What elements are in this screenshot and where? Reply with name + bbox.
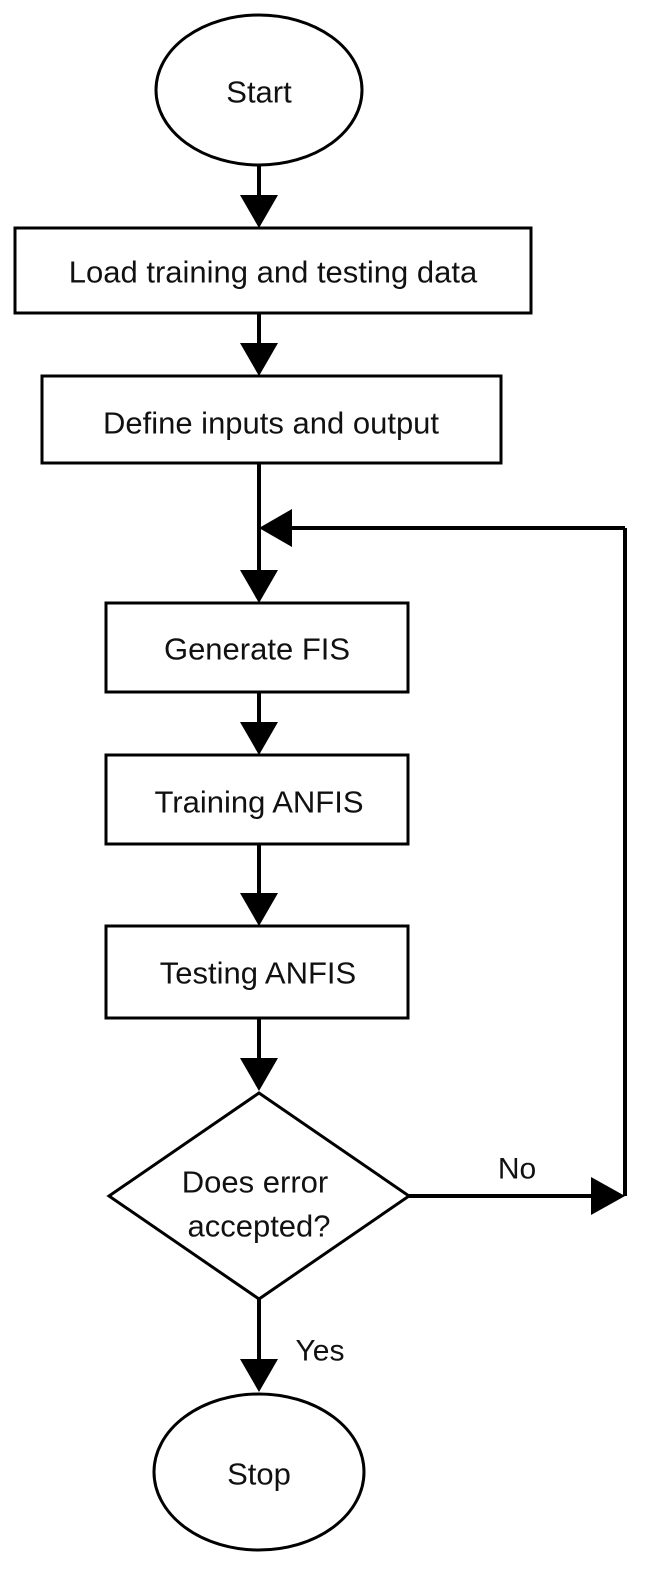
testing-label: Testing ANFIS <box>160 956 356 991</box>
training-label: Training ANFIS <box>154 785 363 820</box>
no-label: No <box>498 1153 536 1186</box>
decision-label-line2: accepted? <box>187 1209 330 1244</box>
arrow-generate-to-training <box>240 692 278 755</box>
start-label: Start <box>226 75 292 110</box>
arrow-training-to-testing <box>240 844 278 926</box>
decision-node: Does error accepted? <box>106 1091 412 1301</box>
load-data-node: Load training and testing data <box>13 226 533 315</box>
arrow-start-to-load <box>240 165 278 228</box>
start-node: Start <box>154 13 364 167</box>
define-io-node: Define inputs and output <box>40 374 503 465</box>
arrow-testing-to-decision <box>240 1018 278 1091</box>
arrow-define-to-generate <box>240 463 278 603</box>
stop-label: Stop <box>227 1457 291 1492</box>
training-node: Training ANFIS <box>104 753 410 846</box>
generate-fis-label: Generate FIS <box>164 632 350 667</box>
decision-label-line1: Does error <box>182 1165 328 1200</box>
no-branch-arrow <box>259 509 627 1215</box>
define-io-label: Define inputs and output <box>103 406 439 441</box>
yes-label: Yes <box>296 1335 345 1368</box>
testing-node: Testing ANFIS <box>104 924 410 1020</box>
arrow-load-to-define <box>240 313 278 376</box>
yes-branch-arrow <box>240 1299 278 1392</box>
load-data-label: Load training and testing data <box>69 255 478 290</box>
stop-node: Stop <box>152 1392 366 1552</box>
generate-fis-node: Generate FIS <box>104 601 410 694</box>
